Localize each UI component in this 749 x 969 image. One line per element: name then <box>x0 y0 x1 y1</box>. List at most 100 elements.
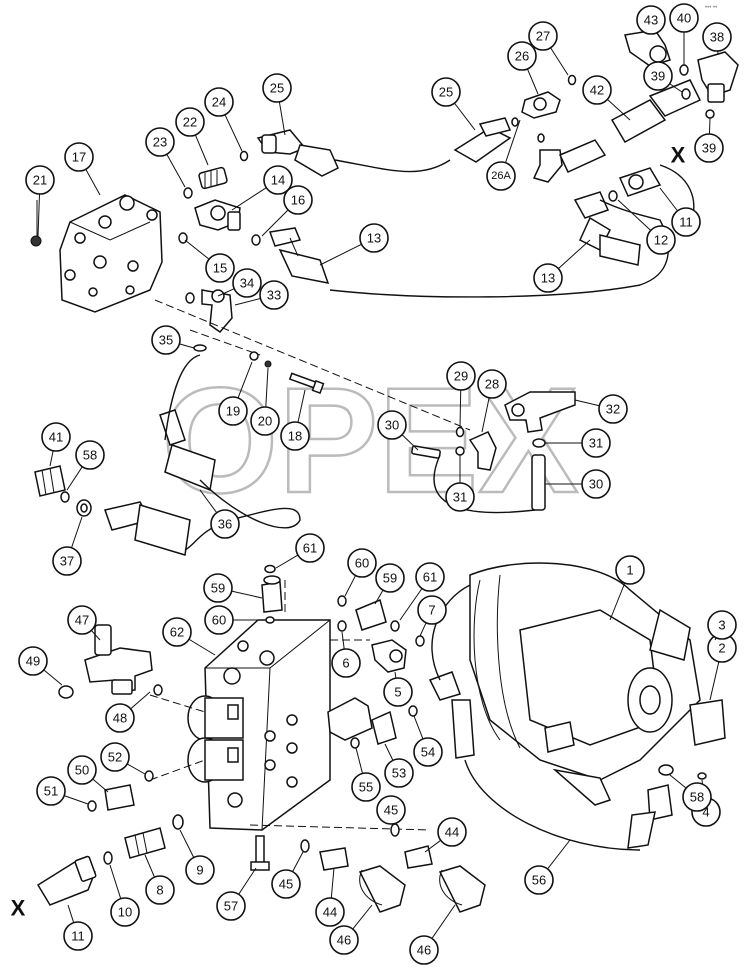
adapter-43 <box>624 29 671 67</box>
clamp-35 <box>193 344 207 352</box>
callout-bubble <box>533 263 563 293</box>
o-ring-39-upper <box>681 88 691 100</box>
callout-41: 41 <box>41 422 71 467</box>
callout-leader <box>374 589 384 605</box>
callout-number: 3 <box>718 618 725 633</box>
callout-bubble <box>329 925 359 955</box>
o-ring-7 <box>415 635 425 647</box>
callout-bubble <box>581 469 611 499</box>
callout-bubble <box>216 891 246 921</box>
callout-bubble <box>431 77 461 107</box>
centerline-45 <box>249 824 431 831</box>
callout-number: 4 <box>702 805 709 820</box>
callout-3: 3 <box>707 610 737 641</box>
callout-leader <box>384 743 394 761</box>
callout-bubble <box>283 185 313 215</box>
callout-26a: 26A <box>486 119 521 191</box>
tube-30-right <box>531 454 546 511</box>
callout-bubble <box>67 605 97 635</box>
centerline-48 <box>149 694 206 713</box>
o-ring-16 <box>251 234 261 246</box>
callout-bubble <box>445 482 475 512</box>
cap-46-right <box>438 865 486 913</box>
callout-46: 46 <box>329 904 373 955</box>
o-ring-6 <box>337 620 347 632</box>
callout-number: 47 <box>75 613 89 628</box>
callout-leader <box>67 904 75 923</box>
fitting-11-upper <box>618 167 662 197</box>
callout-number: 13 <box>367 231 381 246</box>
elbow-fitting-34-33 <box>185 289 233 334</box>
callout-bubble <box>262 73 292 103</box>
callout-31: 31 <box>445 455 475 512</box>
callout-number: 60 <box>355 556 369 571</box>
callout-bubble <box>145 875 175 905</box>
callout-58: 58 <box>669 774 712 812</box>
callout-bubble <box>581 428 611 458</box>
callout-44: 44 <box>424 817 467 853</box>
callout-bubble <box>646 225 676 255</box>
callout-46: 46 <box>409 904 456 965</box>
callout-leader <box>481 397 490 433</box>
callout-leader <box>297 389 306 423</box>
callout-leader <box>505 119 521 163</box>
tee-32 <box>504 391 576 433</box>
callout-54: 54 <box>413 715 443 767</box>
callout-bubble <box>203 573 233 603</box>
callout-leader <box>130 691 151 710</box>
o-ring-27 <box>567 74 577 86</box>
callout-leader <box>126 763 146 775</box>
callout-number: 58 <box>690 790 704 805</box>
callout-leader <box>319 243 362 266</box>
o-ring-60-top <box>265 616 275 624</box>
callout-leader <box>609 582 626 621</box>
callout-number: 19 <box>226 404 240 419</box>
callout-leader <box>194 134 209 166</box>
callout-32: 32 <box>574 394 628 424</box>
callout-bubble <box>151 325 181 355</box>
callout-number: 58 <box>83 448 97 463</box>
callout-53: 53 <box>384 743 414 788</box>
callout-number: 8 <box>156 883 163 898</box>
callout-14: 14 <box>231 165 293 211</box>
callout-9: 9 <box>179 829 215 885</box>
hose-36-lower <box>104 501 191 556</box>
hose-line-25 <box>334 159 451 173</box>
fitting-22 <box>198 166 228 190</box>
callout-number: 54 <box>421 745 435 760</box>
o-ring-48 <box>153 684 163 696</box>
tube-30-left <box>411 445 441 459</box>
fitting-53 <box>371 710 397 745</box>
swivel-elbow-26a <box>532 139 607 183</box>
callout-leader <box>231 590 263 599</box>
solenoid-lower <box>187 737 244 783</box>
callout-number: 62 <box>170 625 184 640</box>
callout-leader <box>399 588 423 621</box>
fitting-8 <box>124 827 166 859</box>
callout-leader <box>144 854 155 878</box>
callout-number: 22 <box>183 115 197 130</box>
callout-bubble <box>643 61 673 91</box>
callout-number: 55 <box>359 780 373 795</box>
callout-bubble <box>18 646 48 676</box>
callout-bubble <box>41 422 71 452</box>
callout-number: 25 <box>270 81 284 96</box>
callout-bubble <box>259 280 289 310</box>
callout-52: 52 <box>100 742 146 775</box>
callout-bubble <box>263 165 293 195</box>
callout-number: 28 <box>485 377 499 392</box>
callout-leader <box>344 575 357 597</box>
callout-number: 11 <box>679 215 693 230</box>
callout-bubble <box>524 865 554 895</box>
callout-number: 23 <box>153 135 167 150</box>
callout-45: 45 <box>376 795 406 825</box>
callout-bubble <box>110 897 140 927</box>
callout-bubble <box>636 5 666 35</box>
hose-25-right <box>453 117 512 163</box>
callout-27: 27 <box>528 21 569 76</box>
callout-42: 42 <box>582 75 631 121</box>
callout-21: 21 <box>25 165 55 237</box>
callout-43: 43 <box>636 5 666 35</box>
callout-8: 8 <box>144 854 175 905</box>
